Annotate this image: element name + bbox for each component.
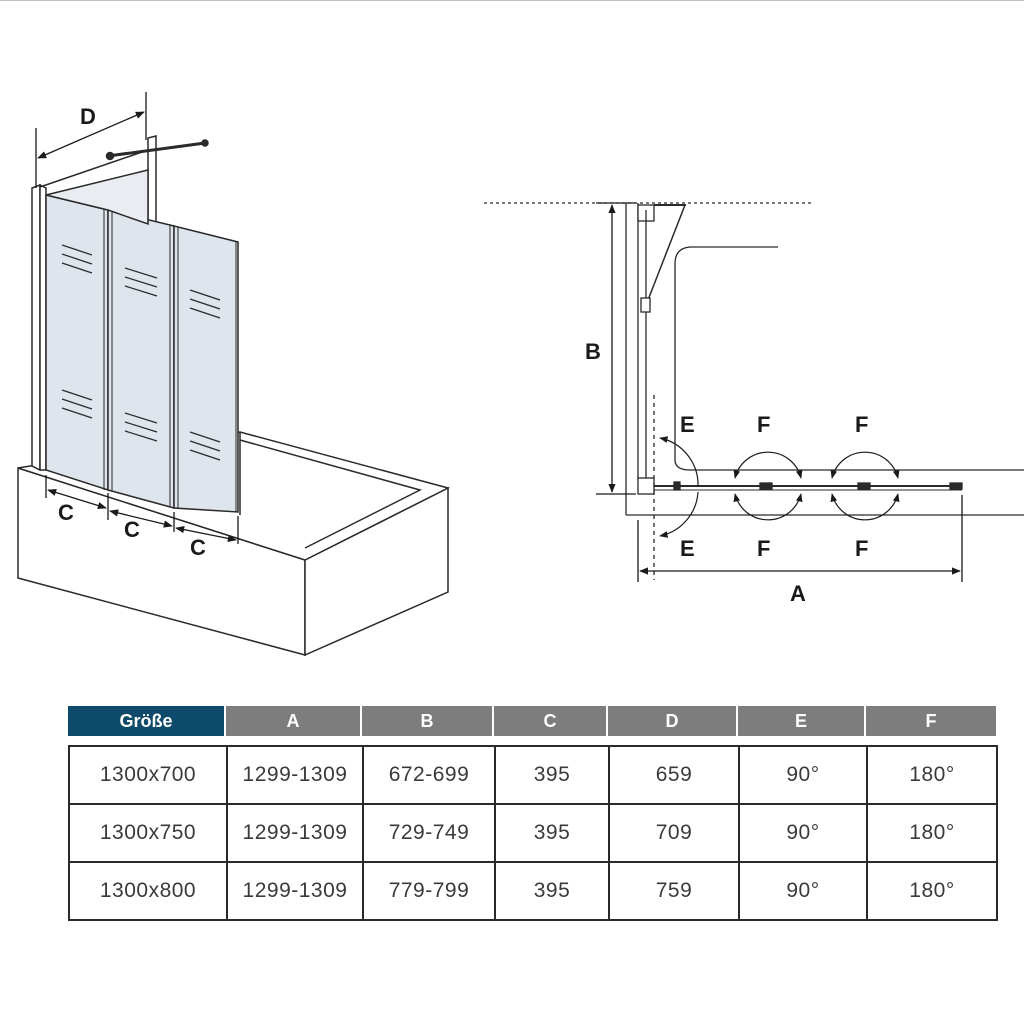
table-row: 1300x700 1299-1309 672-699 395 659 90° 1… (68, 745, 998, 805)
table-row: 1300x800 1299-1309 779-799 395 759 90° 1… (68, 861, 998, 921)
cell-f: 180° (866, 745, 998, 805)
wall-profile (31, 183, 47, 472)
cell-a: 1299-1309 (226, 745, 364, 805)
cell-size: 1300x700 (68, 745, 228, 805)
label-c-3: C (190, 535, 206, 560)
spec-table-header: Größe A B C D E F (68, 706, 996, 736)
label-e-bottom: E (680, 536, 695, 561)
cell-f: 180° (866, 803, 998, 863)
cell-b: 729-749 (362, 803, 496, 863)
label-e-top: E (680, 412, 695, 437)
spec-table: 1300x700 1299-1309 672-699 395 659 90° 1… (68, 745, 998, 921)
cell-d: 659 (608, 745, 740, 805)
header-e: E (738, 706, 866, 736)
label-d: D (80, 104, 96, 129)
label-f-1-bottom: F (757, 536, 770, 561)
label-b: B (585, 339, 601, 364)
label-a: A (790, 581, 806, 606)
cell-e: 90° (738, 861, 868, 921)
cell-b: 779-799 (362, 861, 496, 921)
dimension-d (35, 92, 147, 188)
cell-a: 1299-1309 (226, 861, 364, 921)
cell-size: 1300x800 (68, 861, 228, 921)
cell-c: 395 (494, 745, 610, 805)
glass-decor-strokes (61, 244, 221, 461)
dimension-a (637, 495, 963, 582)
plan-view (484, 202, 1024, 580)
cell-c: 395 (494, 803, 610, 863)
label-f-2-bottom: F (855, 536, 868, 561)
label-f-2-top: F (855, 412, 868, 437)
header-a: A (226, 706, 362, 736)
cell-f: 180° (866, 861, 998, 921)
header-c: C (494, 706, 608, 736)
label-c-1: C (58, 500, 74, 525)
cell-a: 1299-1309 (226, 803, 364, 863)
cell-d: 759 (608, 861, 740, 921)
cell-e: 90° (738, 745, 868, 805)
header-size: Größe (68, 706, 226, 736)
cell-b: 672-699 (362, 745, 496, 805)
label-f-1-top: F (757, 412, 770, 437)
dimension-c (45, 475, 239, 544)
cell-e: 90° (738, 803, 868, 863)
rotation-arc-e (659, 436, 699, 538)
header-b: B (362, 706, 494, 736)
top-divider (0, 0, 1024, 1)
header-f: F (866, 706, 996, 736)
cell-d: 709 (608, 803, 740, 863)
cell-size: 1300x750 (68, 803, 228, 863)
header-d: D (608, 706, 738, 736)
cell-c: 395 (494, 861, 610, 921)
dimension-b (596, 202, 636, 495)
technical-drawing: D C C C (17, 92, 1024, 657)
label-c-2: C (124, 517, 140, 542)
rotation-circle-f (733, 451, 900, 521)
glass-panels (45, 169, 239, 513)
table-row: 1300x750 1299-1309 729-749 395 709 90° 1… (68, 803, 998, 863)
